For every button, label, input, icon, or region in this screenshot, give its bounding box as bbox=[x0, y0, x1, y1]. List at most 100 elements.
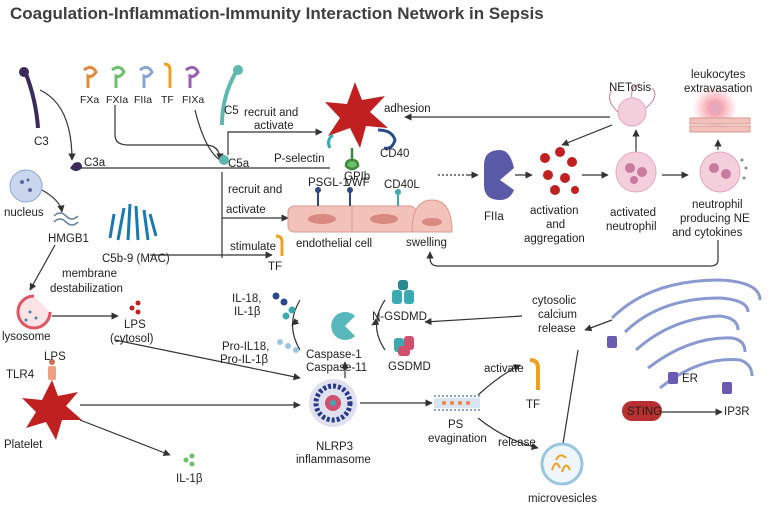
arrow-er-calcium bbox=[584, 319, 613, 332]
er-icon bbox=[610, 278, 762, 390]
hmgb1-icon bbox=[53, 212, 79, 226]
label-gsdmd: GSDMD bbox=[388, 361, 431, 373]
platelet-bottom-icon bbox=[22, 359, 82, 440]
swelling-cell-icon bbox=[411, 199, 453, 233]
tf-small-icon bbox=[163, 62, 172, 88]
arrow-factors-to-c5a bbox=[114, 105, 224, 161]
producing-neutrophil-icon bbox=[699, 151, 748, 193]
il18-dots-icon bbox=[272, 292, 296, 320]
label-fiia-mid: FIIa bbox=[484, 211, 504, 223]
label-fiia-top: FIIa bbox=[134, 94, 152, 106]
tf-bottom-icon bbox=[529, 358, 540, 390]
label-leukocytes-a: leukocytes bbox=[691, 69, 746, 81]
ip3r-channels bbox=[607, 336, 732, 394]
c3a-icon bbox=[70, 162, 82, 171]
fiia-small-icon bbox=[139, 65, 154, 88]
arrow-platelet-il1b bbox=[79, 419, 171, 457]
platelet-top-icon bbox=[325, 82, 397, 171]
label-activation-c: aggregation bbox=[524, 233, 585, 245]
label-tf-bottom: TF bbox=[526, 399, 540, 411]
label-sting: STING bbox=[627, 406, 662, 418]
connector-arrows bbox=[29, 89, 723, 457]
label-er: ER bbox=[682, 373, 698, 385]
tf-mid-icon bbox=[275, 234, 284, 256]
label-activation-b: and bbox=[546, 219, 565, 231]
label-microvesicles: microvesicles bbox=[528, 493, 597, 505]
label-netosis: NETosis bbox=[609, 82, 651, 94]
label-cyto-a: cytosolic bbox=[532, 295, 576, 307]
label-nlrp3-a: NLRP3 bbox=[316, 441, 353, 453]
label-release: release bbox=[498, 437, 536, 449]
label-pro-il18-b: Pro-IL-1β bbox=[220, 354, 269, 366]
label-il1b: IL-1β bbox=[176, 473, 203, 485]
label-c5a: C5a bbox=[228, 158, 250, 170]
label-cd40l: CD40L bbox=[384, 179, 420, 191]
fixa-icon bbox=[185, 65, 200, 88]
microvesicles-icon bbox=[540, 442, 584, 486]
label-leukocytes-b: extravasation bbox=[684, 83, 752, 95]
arrow-ps-microvesicles bbox=[477, 417, 539, 450]
label-activated-neutro-a: activated bbox=[610, 207, 656, 219]
label-gpib: GPIb bbox=[344, 171, 370, 183]
lysosome-icon bbox=[16, 294, 52, 330]
label-ps-b: evagination bbox=[428, 433, 487, 445]
arrow-c3-to-c3a bbox=[39, 89, 76, 161]
arrow-calcium-microvesicles bbox=[559, 349, 579, 451]
arrow-c5a-to-platelet bbox=[227, 128, 323, 155]
label-endothelial: endothelial cell bbox=[296, 238, 372, 250]
label-fxa: FXa bbox=[80, 94, 99, 106]
label-lysosome: lysosome bbox=[2, 331, 51, 343]
gpib-receptor bbox=[344, 148, 360, 171]
fxa-icon bbox=[83, 65, 98, 88]
caspase-pacman-icon bbox=[331, 311, 355, 340]
label-hmgb1: HMGB1 bbox=[48, 233, 89, 245]
curve-gsdmd-cleavage bbox=[375, 299, 386, 351]
text-labels: C3 C3a FXa FXIa FIIa TF FIXa C5 C5a recr… bbox=[2, 69, 752, 505]
label-tf-top: TF bbox=[161, 94, 174, 106]
nucleus-icon bbox=[9, 169, 43, 203]
label-recruit-2a: recruit and bbox=[228, 184, 282, 196]
label-caspase1: Caspase-1 bbox=[306, 349, 362, 361]
label-ps-a: PS bbox=[448, 419, 464, 431]
label-pro-il18-a: Pro-IL18, bbox=[222, 341, 269, 353]
label-tlr4: TLR4 bbox=[6, 369, 35, 381]
label-il18-b: IL-1β bbox=[234, 306, 261, 318]
label-nucleus: nucleus bbox=[4, 207, 44, 219]
sting-badge bbox=[622, 401, 662, 421]
gsdmd-icon bbox=[394, 336, 414, 356]
label-activation-a: activation bbox=[530, 205, 579, 217]
label-p-selectin: P-selectin bbox=[274, 153, 325, 165]
fiia-pacman-icon bbox=[484, 150, 514, 200]
pro-il18-dots-icon bbox=[277, 339, 299, 353]
c5-icon bbox=[220, 65, 243, 126]
fxia-icon bbox=[111, 65, 126, 88]
tlr4-receptor bbox=[48, 366, 56, 380]
label-platelet: Platelet bbox=[4, 439, 43, 451]
label-membrane-a: membrane bbox=[62, 268, 117, 280]
label-tf-mid: TF bbox=[268, 261, 282, 273]
label-stimulate: stimulate bbox=[230, 241, 276, 253]
diagram-title: Coagulation-Inflammation-Immunity Intera… bbox=[10, 4, 544, 23]
label-activated-neutro-b: neutrophil bbox=[606, 221, 657, 233]
label-fxia: FXIa bbox=[106, 94, 128, 106]
arrow-fixa-to-c5a bbox=[194, 109, 221, 161]
arrow-gsdmd-cleavage bbox=[371, 318, 381, 326]
n-gsdmd-icon bbox=[392, 280, 414, 304]
label-recruit-2b: activate bbox=[226, 204, 266, 216]
arrow-to-swelling bbox=[426, 240, 719, 267]
label-fixa: FIXa bbox=[182, 94, 204, 106]
label-lps-a: LPS bbox=[124, 319, 146, 331]
label-neutro-prod-a: neutrophil bbox=[692, 199, 743, 211]
label-nlrp3-b: inflammasome bbox=[296, 454, 371, 466]
nlrp3-inflammasome-icon bbox=[309, 379, 357, 427]
p-selectin-receptor bbox=[327, 133, 334, 149]
lps-cytosol-icon bbox=[129, 300, 141, 315]
c5a-icon bbox=[219, 155, 229, 165]
label-lps-platelet: LPS bbox=[44, 351, 66, 363]
ps-membrane-icon bbox=[434, 395, 480, 411]
label-recruit-1a: recruit and bbox=[244, 107, 298, 119]
arrow-lps-nlrp3 bbox=[114, 339, 301, 381]
label-cyto-c: release bbox=[538, 323, 576, 335]
label-c3a: C3a bbox=[84, 157, 106, 169]
